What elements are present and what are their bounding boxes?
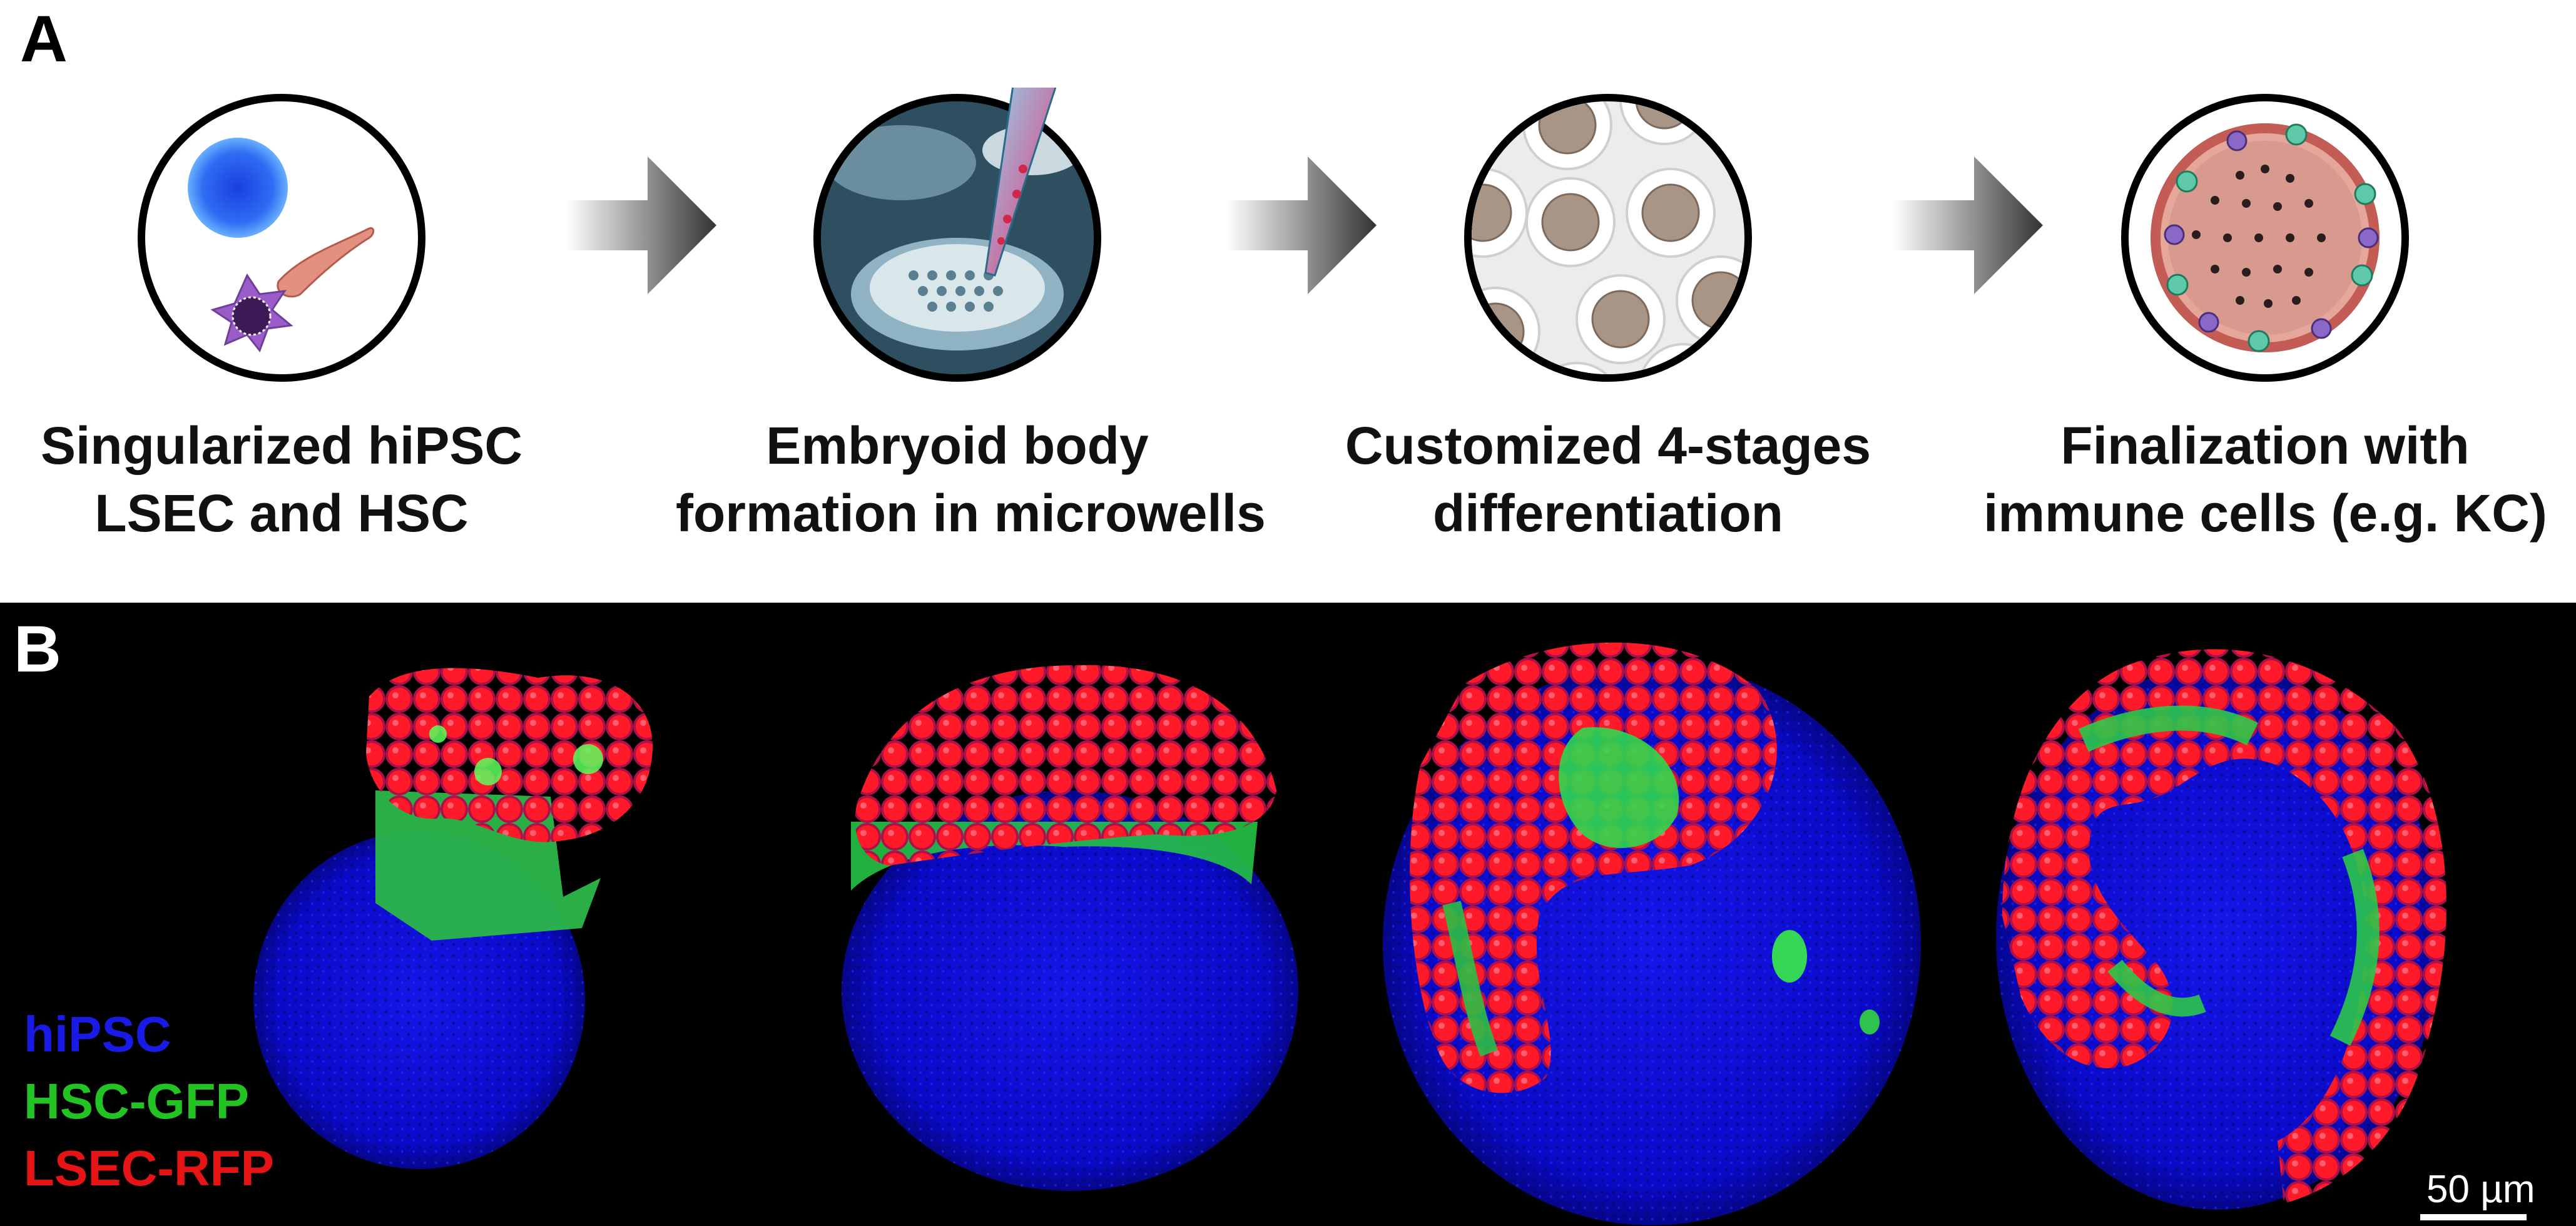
step-1-line-1: Singularized hiPSC	[40, 416, 523, 475]
step-2-line-2: formation in microwells	[676, 484, 1266, 543]
step-2: Embryoid body formation in microwells	[676, 88, 1266, 547]
arrow-right-icon	[566, 156, 716, 294]
cell-types-icon	[138, 94, 425, 382]
panel-b-label: B	[14, 613, 61, 686]
organoid-3	[1383, 642, 1921, 1225]
step-2-line-1: Embryoid body	[766, 416, 1149, 475]
step-3: Customized 4-stages differentiation	[1326, 88, 1890, 547]
step-3-line-2: differentiation	[1433, 484, 1783, 543]
step-1-label: Singularized hiPSC LSEC and HSC	[0, 412, 563, 547]
step-4: Finalization with immune cells (e.g. KC)	[1983, 88, 2547, 547]
step-4-line-2: immune cells (e.g. KC)	[1983, 484, 2547, 543]
liver-organoid-icon	[2121, 94, 2409, 382]
legend-hipsc: hiPSC	[24, 1006, 171, 1062]
panel-a-label: A	[20, 3, 68, 76]
organoid-1	[253, 668, 653, 1169]
organoid-2	[842, 665, 1298, 1191]
step-1-line-2: LSEC and HSC	[94, 484, 469, 543]
organoid-fluorescence-images	[253, 642, 2446, 1225]
step-1: Singularized hiPSC LSEC and HSC	[0, 88, 563, 547]
scale-bar	[2420, 1214, 2527, 1220]
fluorescence-images-panel	[0, 603, 2576, 1226]
legend-lsec-rfp: LSEC-RFP	[24, 1140, 274, 1196]
step-3-label: Customized 4-stages differentiation	[1326, 412, 1890, 547]
step-2-label: Embryoid body formation in microwells	[676, 412, 1266, 547]
step-3-line-1: Customized 4-stages	[1345, 416, 1871, 475]
microwell-spheroids-icon	[1464, 94, 1752, 382]
arrow-right-icon	[1226, 156, 1377, 294]
legend-hsc-gfp: HSC-GFP	[24, 1073, 249, 1129]
microwell-plate-pipette-icon	[813, 88, 1101, 382]
scale-bar-label: 50 µm	[2426, 1168, 2535, 1211]
step-4-line-1: Finalization with	[2060, 416, 2470, 475]
arrow-right-icon	[1893, 156, 2043, 294]
step-4-label: Finalization with immune cells (e.g. KC)	[1983, 412, 2547, 547]
organoid-4	[1996, 649, 2446, 1210]
